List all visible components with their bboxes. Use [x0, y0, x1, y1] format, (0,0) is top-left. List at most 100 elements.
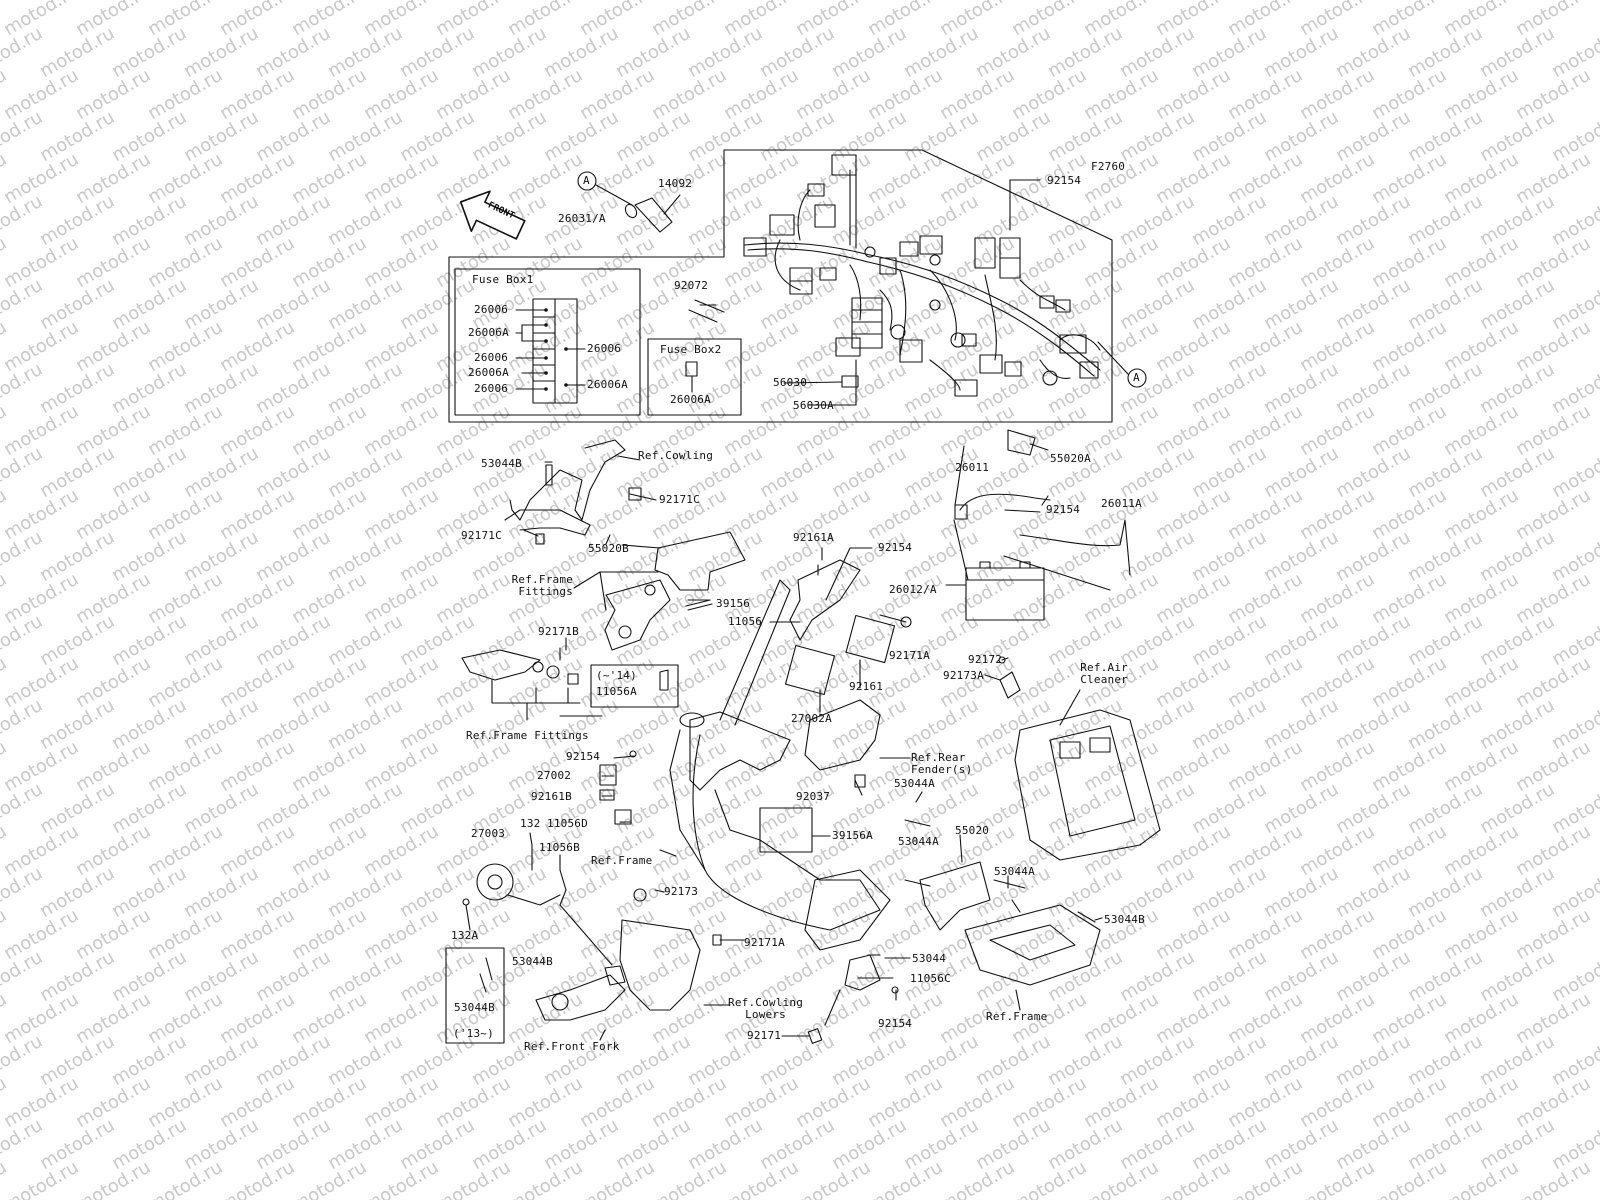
part-label: 56030A: [793, 399, 834, 412]
part-label: 92154: [1047, 174, 1082, 187]
fuse-box1-leaders: [515, 309, 586, 390]
part-label: 132: [520, 817, 541, 830]
fuse-label: 26006A: [587, 378, 628, 391]
ref-label: Ref.Rear Fender(s): [911, 751, 973, 776]
part-label: 53044A: [994, 865, 1035, 878]
main-frame: [669, 579, 891, 951]
wiring-harness: [743, 154, 1101, 397]
fuse-label: 26006A: [670, 393, 711, 406]
ref-label: Ref.Air Cleaner: [1080, 661, 1128, 686]
part-label: 92154: [566, 750, 601, 763]
ref-label: Ref.Frame: [986, 1010, 1048, 1023]
part-label: 53044B: [454, 1001, 495, 1014]
part-label: 92171: [747, 1029, 782, 1042]
front-arrow-icon: [459, 190, 526, 240]
tail-bracket-11056C: [807, 954, 899, 1044]
fuse-box1-frame: [454, 268, 641, 416]
note-box-14: [590, 664, 679, 708]
part-label: 53044B: [1104, 913, 1145, 926]
part-label: 39156: [716, 597, 751, 610]
ecu-bracket: [784, 559, 912, 696]
frame-fitting-bracket: [604, 579, 713, 651]
part-label: 92173: [664, 885, 699, 898]
part-label: 92154: [1046, 503, 1081, 516]
part-label: 92171C: [461, 529, 502, 542]
part-label: 55020: [955, 824, 990, 837]
part-label: 53044A: [898, 835, 939, 848]
circle-ref-label: A: [583, 174, 590, 187]
ref-label: Ref.Front Fork: [524, 1040, 620, 1053]
frame-fitting-left: [461, 647, 581, 721]
part-label: 92171A: [889, 649, 930, 662]
part-label: 56030: [773, 376, 808, 389]
part-label: 92173A: [943, 669, 984, 682]
part-label: 26011: [955, 461, 990, 474]
fuse-label: 26006A: [468, 326, 509, 339]
part-label: 55020B: [588, 542, 629, 555]
air-cleaner: [998, 656, 1161, 861]
fuse-box2-title: Fuse Box2: [660, 343, 722, 356]
ref-label: Ref.Cowling: [638, 449, 714, 462]
part-label: 11056B: [539, 841, 580, 854]
part-label: 14092: [658, 177, 693, 190]
circle-ref-label: A: [1133, 371, 1140, 384]
fuse-box2-fuse: [685, 361, 698, 377]
ref-label: Ref.Frame Fittings: [511, 573, 573, 598]
note-box-13: [445, 947, 505, 1044]
battery: [953, 429, 1131, 621]
part-label: 92072: [674, 279, 709, 292]
part-label: 27002: [537, 769, 572, 782]
part-label: 92161B: [531, 790, 572, 803]
part-label: 26012/A: [889, 583, 937, 596]
part-14092-plug: [624, 194, 681, 233]
part-11056A: [659, 669, 669, 691]
ref-label: Ref.Frame: [591, 854, 653, 867]
part-label: 26011A: [1101, 497, 1142, 510]
part-label: 92037: [796, 790, 831, 803]
part-label: 53044A: [894, 777, 935, 790]
part-label: 11056C: [910, 972, 951, 985]
fuse-label: 26006: [474, 382, 509, 395]
part-label: 53044B: [512, 955, 553, 968]
circle-ref-icon: [577, 171, 597, 191]
leader-lines: [465, 443, 1103, 1041]
part-label: 92154: [878, 541, 913, 554]
part-label: 53044B: [481, 457, 522, 470]
cowling-lower: [619, 888, 722, 1011]
horn-27003: [462, 844, 567, 906]
fuse-box2-frame: [647, 338, 742, 416]
diagram-code: F2760: [1091, 160, 1126, 173]
ref-label: Ref.Frame Fittings: [466, 729, 589, 742]
part-label: 92171A: [744, 936, 785, 949]
part-55020B-cover: [654, 531, 746, 591]
part-label: 39156A: [832, 829, 873, 842]
part-label: 92161A: [793, 531, 834, 544]
part-label: 27003: [471, 827, 506, 840]
part-label: 92161: [849, 680, 884, 693]
cowling-bracket: [504, 439, 642, 545]
rear-frame-55020: [904, 819, 1101, 986]
part-label: 92172: [968, 653, 1003, 666]
note-label: ('13~): [453, 1027, 494, 1040]
ref-label: Ref.Cowling Lowers: [728, 996, 804, 1021]
harness-box-outline: [448, 149, 1113, 423]
part-label: 92154: [878, 1017, 913, 1030]
circle-ref-icon: [1127, 368, 1147, 388]
fuse-label: 26006: [474, 303, 509, 316]
fuse-label: 26006A: [468, 366, 509, 379]
fuse-label: 26006: [587, 342, 622, 355]
fuse-box1-title: Fuse Box1: [472, 273, 534, 286]
part-label: 132A: [451, 929, 479, 942]
fuse-label: 26006: [474, 351, 509, 364]
part-label: 26031/A: [558, 212, 606, 225]
part-label: 92171B: [538, 625, 579, 638]
front-fork-bracket: [535, 904, 626, 1021]
part-label: 55020A: [1050, 452, 1091, 465]
part-label: 11056D: [547, 817, 588, 830]
part-label: 92171C: [659, 493, 700, 506]
part-label: 27002A: [791, 712, 832, 725]
part-label: 11056A: [596, 685, 637, 698]
part-label: 11056: [728, 615, 763, 628]
